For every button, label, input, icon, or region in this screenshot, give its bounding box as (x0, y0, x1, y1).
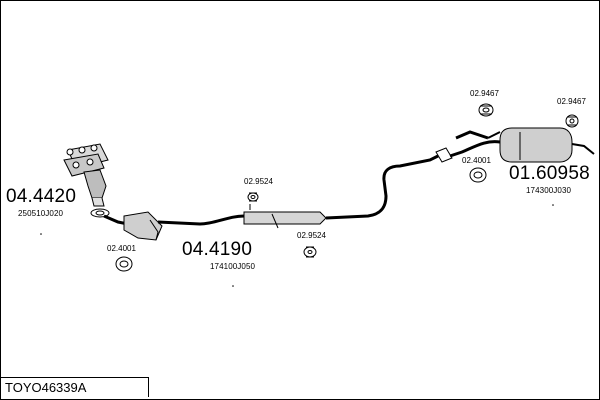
part-number-rear-muffler: 01.60958 (509, 163, 590, 184)
oem-number-rear-muffler: 174300J030 (526, 186, 572, 195)
diagram-code-label: TOYO46339A (1, 377, 149, 397)
fitting-number-rubber-mount-top: 02.9524 (244, 177, 273, 186)
reference-dots (40, 204, 554, 287)
oem-number-center-pipe: 174100J050 (210, 262, 256, 271)
catalytic-converter-icon (103, 211, 163, 241)
fitting-number-gasket-left: 02.4001 (107, 244, 136, 253)
mid-flange-icon (435, 147, 453, 163)
rubber-mount-bottom-icon (303, 246, 317, 258)
part-number-center-pipe: 04.4190 (182, 239, 253, 260)
fitting-number-rubber-mount-rear-right: 02.9467 (557, 97, 586, 106)
fitting-number-rubber-mount-rear-left: 02.9467 (470, 89, 499, 98)
rear-muffler-icon (449, 127, 595, 163)
rubber-mount-rear-left-icon (478, 103, 494, 117)
part-number-manifold: 04.4420 (6, 186, 77, 207)
oem-number-manifold: 250510J020 (18, 209, 64, 218)
rubber-mount-top-icon (247, 192, 259, 202)
exhaust-manifold-icon (63, 143, 109, 207)
rubber-mount-rear-right-icon (565, 114, 579, 128)
gasket-right-icon (469, 167, 487, 183)
fitting-number-gasket-right: 02.4001 (462, 156, 491, 165)
center-pipe-icon (157, 154, 439, 229)
gasket-left-icon (115, 256, 133, 272)
fitting-number-rubber-mount-bottom: 02.9524 (297, 231, 326, 240)
